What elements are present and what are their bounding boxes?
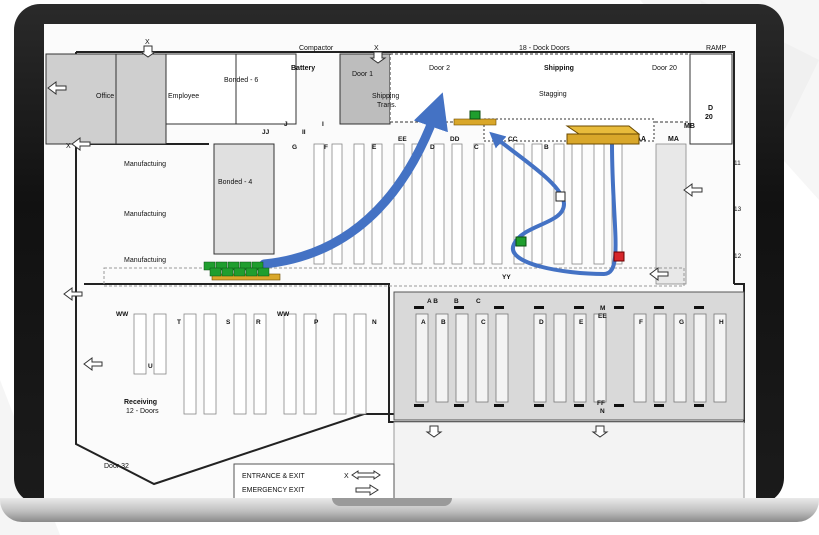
aisle-e: E [372,144,377,151]
aisle-d: D [430,144,435,151]
label-compactor: Compactor [299,45,334,52]
label-aa: AA [636,136,646,143]
box-red [613,251,625,262]
label-ramp: RAMP [706,45,727,52]
aisle-d-low: D [539,319,544,326]
label-shipping-trans: Shipping [372,93,399,100]
cross-corridor [103,267,685,287]
warehouse-floor-plan: Compactor 18 - Dock Doors RAMP Battery D… [44,24,756,502]
label-door2: Door 2 [429,65,450,72]
pallet-stagging [565,125,641,145]
aisle-b-mid: B [454,298,459,305]
aisle-s: S [226,319,231,326]
side-number-12: 12 [734,253,742,260]
aisle-f: F [324,144,328,151]
label-manufacturing-1: Manufactuing [124,161,166,168]
label-bonded-6: Bonded - 6 [224,77,258,84]
box-white [555,191,566,202]
aisle-ww-1: WW [116,311,129,318]
aisle-u: U [148,363,153,370]
label-door20: Door 20 [652,65,677,72]
legend-entrance-exit: ENTRANCE & EXIT [242,473,305,480]
pallet-dock [453,110,497,126]
label-x-2: X [374,45,379,52]
label-employee: Employee [168,93,199,100]
aisle-g-low: G [679,319,684,326]
aisle-ii: II [302,129,306,136]
laptop-device: Compactor 18 - Dock Doors RAMP Battery D… [0,4,819,522]
aisle-yy: YY [502,274,511,281]
aisle-cc: CC [508,136,518,143]
label-shipping: Shipping [544,65,574,72]
aisle-b-low: B [441,319,446,326]
door-arrows [47,45,703,438]
aisle-i: I [322,121,324,128]
aisle-ee-mid: EE [598,313,607,320]
box-green [515,236,527,247]
label-dock-doors: 18 - Dock Doors [519,45,570,52]
label-x-3: X [66,143,71,150]
label-office: Office [96,93,114,100]
aisle-f-low: F [639,319,643,326]
aisle-a: A [421,319,426,326]
side-number-13: 13 [734,206,742,213]
aisle-c-mid: C [476,298,481,305]
aisle-jj: JJ [262,129,270,136]
aisle-h-low: H [719,319,724,326]
label-x-1: X [145,39,150,46]
aisle-e-low: E [579,319,584,326]
side-number-11: 11 [734,160,741,167]
label-door32: Door 32 [104,463,129,470]
label-stagging: Stagging [539,91,567,98]
label-mb: MB [684,123,695,130]
aisle-b: B [544,144,549,151]
aisle-c-low: C [481,319,486,326]
label-d: D [708,105,713,112]
laptop-screen: Compactor 18 - Dock Doors RAMP Battery D… [44,24,756,502]
aisle-g: G [292,144,297,151]
aisle-j: J [284,121,288,128]
aisle-dd: DD [450,136,460,143]
label-shipping-trans-2: Trans. [377,102,397,109]
label-manufacturing-3: Manufactuing [124,257,166,264]
lower-racks-right [415,313,727,403]
aisle-ff: FF [597,400,605,407]
dock-door-markers [414,306,704,407]
aisle-n: N [372,319,377,326]
label-battery: Battery [291,65,315,72]
aisle-n-mid: N [600,408,605,415]
bottom-block [393,421,745,502]
label-bonded-4: Bonded - 4 [218,179,252,186]
legend-entrance-x: X [344,473,349,480]
lower-racks-left [133,313,367,415]
pallet-manufacturing [203,261,281,281]
aisle-p: P [314,319,319,326]
label-ma: MA [668,136,679,143]
aisle-r: R [256,319,261,326]
label-door1: Door 1 [352,71,373,78]
label-20: 20 [705,114,713,121]
aisle-t: T [177,319,181,326]
aisle-ww-2: WW [277,311,290,318]
flow-arrow-manufacturing-to-dock [259,92,448,269]
label-receiving-doors: 12 - Doors [126,408,159,415]
aisle-ee: EE [398,136,407,143]
label-receiving: Receiving [124,399,157,406]
label-manufacturing-2: Manufactuing [124,211,166,218]
aisle-c: C [474,144,479,151]
aisle-m: M [600,305,605,312]
laptop-notch [332,498,452,506]
aisle-ab: A B [427,298,438,305]
legend: ENTRANCE & EXIT X EMERGENCY EXIT [233,463,395,501]
top-rooms [45,53,733,255]
legend-emergency-exit: EMERGENCY EXIT [242,487,305,494]
